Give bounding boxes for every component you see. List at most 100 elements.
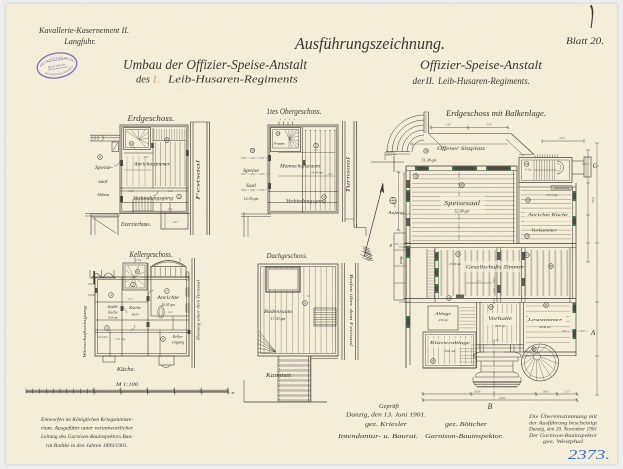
svg-text:17.30 qm: 17.30 qm	[271, 316, 286, 321]
svg-text:Abort: Abort	[399, 255, 403, 265]
svg-text:Danzig, den 20. November 1901: Danzig, den 20. November 1901	[528, 428, 597, 433]
svg-text:A: A	[590, 328, 596, 337]
svg-text:25: 25	[525, 234, 529, 238]
svg-text:Geprüft: Geprüft	[379, 403, 399, 410]
svg-text:3: 3	[132, 283, 134, 287]
svg-text:4.47: 4.47	[172, 220, 178, 224]
svg-text:14.50 qm: 14.50 qm	[311, 171, 324, 175]
svg-text:9: 9	[99, 155, 101, 159]
svg-text:15: 15	[314, 144, 318, 148]
svg-text:Küche: Küche	[128, 305, 141, 310]
svg-text:des: des	[136, 75, 150, 86]
svg-text:17: 17	[322, 195, 326, 199]
svg-text:der Ausführung bescheinigt: der Ausführung bescheinigt	[529, 421, 598, 426]
svg-text:18: 18	[414, 174, 418, 178]
svg-text:19.04: 19.04	[499, 396, 506, 400]
svg-text:27.50 qm: 27.50 qm	[449, 262, 462, 266]
svg-text:saal: saal	[98, 179, 108, 185]
svg-text:Gesellschafts Zimmer: Gesellschafts Zimmer	[466, 264, 525, 271]
svg-text:Leib-Husaren-Regiments.: Leib-Husaren-Regiments.	[437, 77, 530, 87]
svg-text:Mannschaftsraum: Mannschaftsraum	[279, 165, 321, 170]
svg-text:20.05 qm: 20.05 qm	[161, 303, 175, 307]
svg-text:4: 4	[110, 293, 112, 297]
svg-text:1.21 Stg: 1.21 Stg	[115, 337, 126, 341]
svg-text:Anrichtezimmer: Anrichtezimmer	[133, 163, 170, 168]
svg-text:Leib-Husaren-Regiments: Leib-Husaren-Regiments	[167, 75, 298, 86]
svg-text:Danzig, den 13. Juni 1901.: Danzig, den 13. Juni 1901.	[345, 413, 426, 419]
svg-text:30: 30	[489, 305, 493, 309]
svg-text:Klavierablage: Klavierablage	[428, 340, 470, 345]
svg-text:Leitung des Garnison-Bauinspek: Leitung des Garnison-Bauinspektors Bau-	[40, 434, 133, 440]
svg-text:Boden über dem Festsaal: Boden über dem Festsaal	[349, 274, 354, 347]
svg-text:Kohlen: Kohlen	[97, 335, 108, 339]
svg-text:Erdgeschoss.: Erdgeschoss.	[126, 114, 174, 123]
svg-text:e: e	[390, 243, 393, 249]
svg-text:12: 12	[165, 138, 169, 142]
svg-text:gez. Kriesler: gez. Kriesler	[365, 422, 408, 428]
svg-text:II.: II.	[425, 77, 435, 87]
svg-text:4: 4	[284, 119, 286, 122]
svg-text:Küche.: Küche.	[116, 366, 136, 373]
svg-text:8: 8	[162, 337, 164, 341]
svg-text:12.30 qm: 12.30 qm	[244, 196, 259, 201]
svg-text:4: 4	[293, 119, 295, 122]
svg-text:Vorkammer: Vorkammer	[531, 228, 558, 233]
svg-text:eingang: eingang	[172, 341, 184, 345]
svg-text:3.30: 3.30	[168, 208, 173, 211]
svg-text:10: 10	[130, 142, 134, 146]
svg-text:7: 7	[166, 289, 168, 293]
svg-text:Entworfen im Königlichen Krieg: Entworfen im Königlichen Kriegsministe-	[40, 416, 133, 423]
svg-text:4.1: 4.1	[477, 280, 481, 283]
svg-text:küche: küche	[108, 310, 118, 315]
svg-text:Aufbewahrung: Aufbewahrung	[553, 187, 570, 190]
svg-text:51.38 qm: 51.38 qm	[422, 158, 437, 163]
svg-text:Kammer.: Kammer.	[265, 372, 293, 379]
svg-text:Intendantur- u. Baurat.: Intendantur- u. Baurat.	[337, 434, 418, 440]
svg-text:14: 14	[276, 132, 280, 136]
svg-text:Die Übereinstimmung mit: Die Übereinstimmung mit	[528, 414, 598, 420]
svg-text:6.04 qm: 6.04 qm	[108, 316, 119, 320]
svg-text:14 Stg: 14 Stg	[134, 259, 142, 262]
svg-text:der: der	[412, 77, 425, 87]
svg-text:Kellergeschoss.: Kellergeschoss.	[129, 250, 173, 259]
svg-text:Exerzierhaus.: Exerzierhaus.	[120, 222, 151, 228]
svg-text:Speisesaal: Speisesaal	[444, 201, 480, 207]
svg-text:rium. Ausgeführt unter verantw: rium. Ausgeführt unter verantwortlicher	[41, 425, 134, 432]
svg-text:7.90: 7.90	[393, 202, 397, 208]
svg-text:Aufzug: Aufzug	[387, 210, 404, 215]
svg-text:Kavallerie-Kasernement II.: Kavallerie-Kasernement II.	[38, 26, 129, 35]
svg-text:Altbau: Altbau	[96, 192, 110, 197]
svg-text:18: 18	[525, 162, 529, 166]
svg-text:Wirtschaftseingang: Wirtschaftseingang	[82, 306, 87, 358]
svg-text:6: 6	[137, 270, 139, 274]
svg-text:13.11 qm: 13.11 qm	[546, 193, 558, 197]
svg-text:9: 9	[304, 301, 306, 305]
svg-text:4.50 qm: 4.50 qm	[438, 318, 449, 322]
svg-text:4: 4	[280, 119, 282, 122]
svg-text:4.47: 4.47	[445, 123, 451, 127]
svg-text:Vorhalle: Vorhalle	[488, 317, 513, 322]
svg-text:4.47: 4.47	[143, 155, 149, 159]
svg-text:Treppe: Treppe	[273, 142, 286, 146]
svg-text:24: 24	[526, 198, 530, 202]
svg-text:Spühl-: Spühl-	[108, 304, 120, 309]
svg-text:BLATTEN-Nr.: BLATTEN-Nr.	[48, 62, 67, 69]
svg-text:20: 20	[460, 183, 464, 187]
svg-text:Ausführungszeichnung.: Ausführungszeichnung.	[294, 34, 445, 53]
svg-text:3.6: 3.6	[306, 295, 310, 298]
svg-text:Ablage: Ablage	[434, 311, 452, 316]
svg-text:rat Rothke in den Jahren 1899/: rat Rothke in den Jahren 1899/1901.	[46, 443, 128, 449]
svg-text:18.30 qm: 18.30 qm	[494, 324, 506, 328]
svg-text:13: 13	[177, 195, 181, 199]
svg-text:m: m	[232, 390, 235, 395]
svg-text:26: 26	[549, 264, 553, 268]
svg-text:10.04: 10.04	[474, 390, 481, 394]
svg-text:31: 31	[544, 303, 548, 307]
svg-text:4: 4	[289, 119, 291, 122]
svg-text:4.20: 4.20	[168, 311, 173, 314]
svg-text:Blatt 20.: Blatt 20.	[566, 37, 604, 47]
svg-text:gez. Westphal: gez. Westphal	[543, 440, 584, 445]
svg-text:Garnison-Bauinspektor.: Garnison-Bauinspektor.	[425, 434, 503, 440]
svg-text:Heizung unter dem Turnsaal: Heizung unter dem Turnsaal	[197, 280, 201, 341]
svg-text:32: 32	[532, 347, 536, 351]
